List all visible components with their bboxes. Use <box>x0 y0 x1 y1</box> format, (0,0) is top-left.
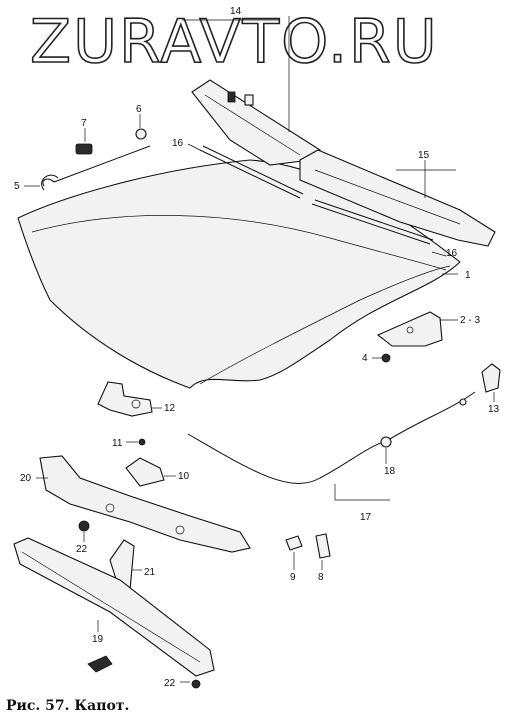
callout-10: 10 <box>178 471 190 482</box>
callout-1: 1 <box>465 270 471 281</box>
figure-caption: Рис. 57. Капот. <box>6 698 130 714</box>
callout-22-upper: 22 <box>76 544 88 555</box>
bolt-lower <box>191 679 201 689</box>
callout-11: 11 <box>112 438 123 449</box>
callout-9: 9 <box>290 572 296 583</box>
callout-14: 14 <box>230 6 242 17</box>
callout-5: 5 <box>14 181 20 192</box>
leader-lines <box>24 16 495 683</box>
cowl-panel <box>191 79 496 247</box>
grommet <box>135 128 147 140</box>
rod-clamp <box>75 143 93 155</box>
callout-13: 13 <box>488 404 500 415</box>
callout-7: 7 <box>81 118 87 129</box>
bolt-upper <box>78 520 90 532</box>
callout-2-3: 2 - 3 <box>460 315 480 326</box>
callout-12: 12 <box>164 403 176 414</box>
support-rod <box>41 145 151 191</box>
release-handle <box>481 363 501 393</box>
watermark-text: ZURAVTO.RU <box>30 7 439 77</box>
striker-bolt <box>138 438 146 446</box>
hood-striker <box>125 457 165 487</box>
callout-20: 20 <box>20 473 32 484</box>
callout-6: 6 <box>136 104 142 115</box>
callout-8: 8 <box>318 572 324 583</box>
release-cable <box>187 391 476 484</box>
adjuster-stop <box>315 533 331 559</box>
callout-18: 18 <box>384 466 396 477</box>
callout-22-lower: 22 <box>164 678 176 689</box>
callout-16-lower: 16 <box>446 248 458 259</box>
weatherstrips <box>199 145 434 245</box>
callout-19: 19 <box>92 634 104 645</box>
lock-clip <box>87 655 113 673</box>
cowl-clips <box>227 91 254 106</box>
rubber-buffer <box>285 535 303 551</box>
hood-hinge <box>376 311 443 363</box>
callout-21: 21 <box>144 567 156 578</box>
callout-numbers: 1 2 - 3 4 5 6 7 8 9 10 11 12 13 14 15 16… <box>14 6 500 689</box>
hood-lock <box>97 381 153 417</box>
front-bracket <box>39 455 251 553</box>
callout-17: 17 <box>360 512 372 523</box>
lower-crossmember <box>13 537 215 677</box>
callout-15: 15 <box>418 150 430 161</box>
callout-16-upper: 16 <box>172 138 184 149</box>
callout-4: 4 <box>362 353 368 364</box>
